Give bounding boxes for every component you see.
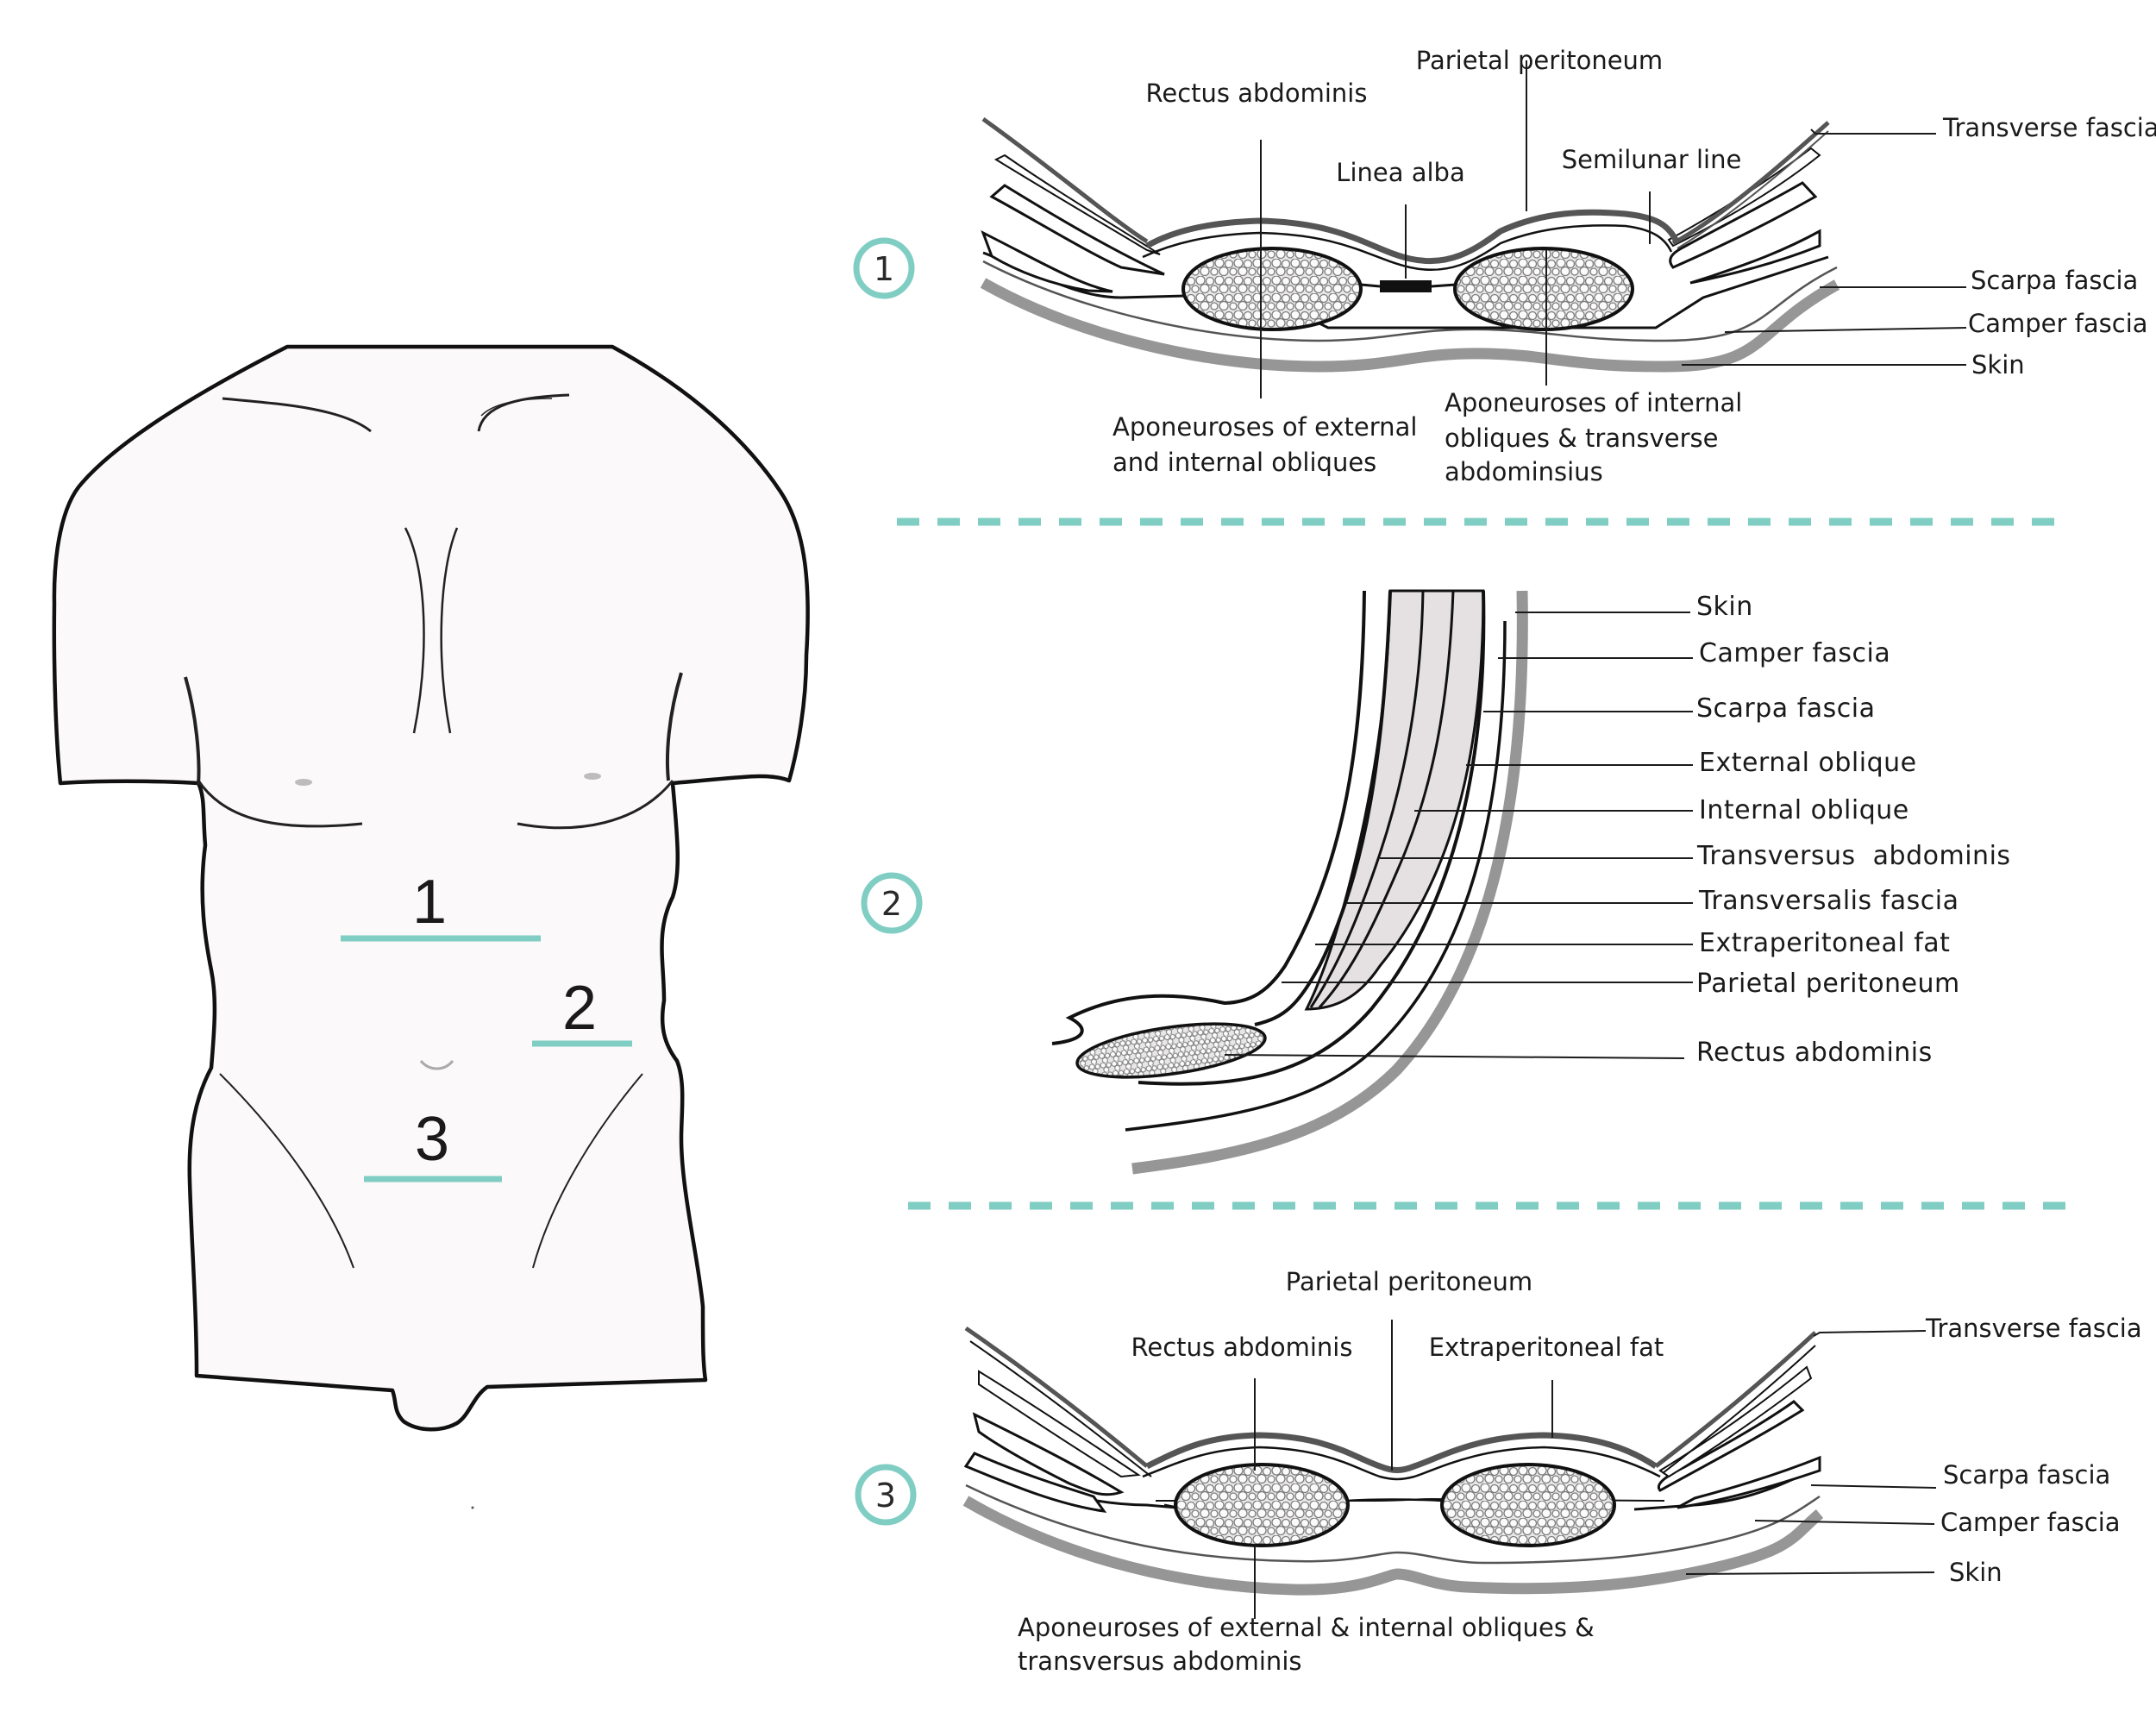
p1-label-apo-int-tr-1: Aponeuroses of internal <box>1445 388 1742 417</box>
section-number-3: 3 <box>415 1105 449 1174</box>
sternum-left <box>404 527 425 734</box>
p3-label-parietal-peritoneum: Parietal peritoneum <box>1286 1267 1532 1296</box>
navel <box>419 1059 454 1070</box>
p2-label-transversus-abdominis: Transversus abdominis <box>1696 841 2011 871</box>
p1-skin-layer <box>980 278 1840 373</box>
clavicle-right <box>477 393 570 432</box>
cross-section-2: Skin Camper fascia Scarpa fascia Externa… <box>1051 589 2011 1175</box>
p3-label-camper-fascia: Camper fascia <box>1940 1508 2121 1537</box>
p1-rectus-right <box>1453 247 1634 331</box>
p2-rectus <box>1075 1022 1267 1079</box>
p1-label-camper-fascia: Camper fascia <box>1968 309 2148 338</box>
section-number-1: 1 <box>412 868 447 937</box>
p1-label-apo-ext-int-1: Aponeuroses of external <box>1112 412 1417 442</box>
p3-rectus-right <box>1440 1463 1616 1547</box>
badge-1: 1 <box>853 237 915 299</box>
p3-label-extraperitoneal-fat: Extraperitoneal fat <box>1429 1333 1664 1362</box>
p1-label-transverse-fascia: Transverse fascia <box>1942 113 2156 142</box>
p1-label-linea-alba: Linea alba <box>1336 158 1464 187</box>
p1-label-apo-ext-int-2: and internal obliques <box>1112 448 1376 477</box>
p3-camper-layer <box>965 1484 1821 1565</box>
pectoral-right <box>517 780 674 830</box>
torso-outline <box>52 344 810 1432</box>
p2-label-extraperitoneal-fat: Extraperitoneal fat <box>1699 928 1950 958</box>
inguinal-right <box>532 1073 643 1269</box>
p3-label-transverse-fascia: Transverse fascia <box>1925 1314 2142 1343</box>
p2-label-skin: Skin <box>1696 592 1753 622</box>
p2-label-parietal-peritoneum: Parietal peritoneum <box>1696 969 1960 999</box>
p1-rectus-left <box>1181 247 1363 331</box>
p3-label-apo-1: Aponeuroses of external & internal obliq… <box>1018 1613 1595 1642</box>
sternum-right <box>440 527 459 734</box>
svg-text:3: 3 <box>875 1477 896 1515</box>
p3-label-scarpa-fascia: Scarpa fascia <box>1943 1460 2110 1490</box>
p1-label-apo-int-tr-2: obliques & transverse <box>1445 423 1719 453</box>
p2-label-internal-oblique: Internal oblique <box>1699 795 1909 825</box>
section-number-2: 2 <box>562 974 597 1043</box>
badge-2: 2 <box>861 872 923 934</box>
p1-label-parietal-peritoneum: Parietal peritoneum <box>1416 46 1663 75</box>
p1-linea-alba <box>1380 280 1432 292</box>
badge-3: 3 <box>855 1464 917 1526</box>
p1-label-rectus-abdominis: Rectus abdominis <box>1146 78 1368 108</box>
p1-parietal-peritoneum <box>1145 209 1681 265</box>
p2-camper-layer <box>1125 620 1507 1132</box>
torso-figure: 1 2 3 <box>52 344 810 1509</box>
nipple-right <box>584 773 601 780</box>
pectoral-left <box>197 780 363 828</box>
p3-label-apo-2: transversus abdominis <box>1018 1647 1301 1676</box>
p1-label-scarpa-fascia: Scarpa fascia <box>1971 266 2138 295</box>
p1-label-skin: Skin <box>1971 350 2025 380</box>
nipple-left <box>295 779 312 786</box>
p2-external-layer <box>1138 590 1486 1086</box>
cross-section-3: Parietal peritoneum Rectus abdominis Ext… <box>962 1267 2142 1676</box>
p3-rectus-left <box>1174 1463 1350 1547</box>
p2-label-camper-fascia: Camper fascia <box>1699 638 1890 668</box>
cross-section-1: Parietal peritoneum Rectus abdominis Lin… <box>980 46 2156 486</box>
p2-label-transversalis-fascia: Transversalis fascia <box>1698 886 1959 916</box>
svg-text:1: 1 <box>874 250 894 288</box>
p2-label-rectus-abdominis: Rectus abdominis <box>1696 1038 1933 1068</box>
p1-label-apo-int-tr-3: abdominsius <box>1445 457 1603 486</box>
p2-inner-layer <box>1051 590 1366 1045</box>
p3-skin-layer <box>962 1496 1824 1596</box>
clavicle-left <box>222 397 372 433</box>
inguinal-left <box>219 1073 354 1269</box>
svg-text:2: 2 <box>881 885 902 923</box>
p3-label-rectus-abdominis: Rectus abdominis <box>1131 1333 1353 1362</box>
p2-label-external-oblique: External oblique <box>1699 748 1917 778</box>
section-badges: 1 2 3 <box>853 237 923 1526</box>
p3-label-skin: Skin <box>1949 1558 2002 1587</box>
p2-label-scarpa-fascia: Scarpa fascia <box>1696 693 1876 724</box>
p3-parietal-peritoneum <box>1145 1432 1658 1473</box>
p1-label-semilunar-line: Semilunar line <box>1562 145 1742 174</box>
